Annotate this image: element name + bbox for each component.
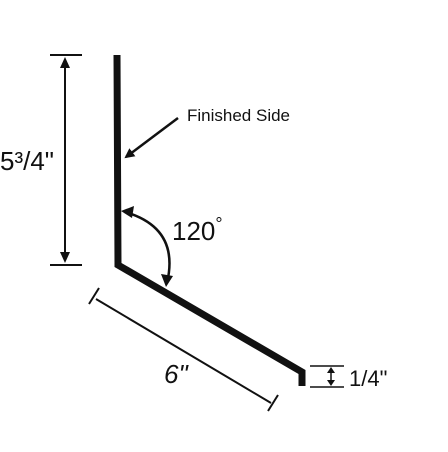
angle-arc bbox=[124, 210, 171, 284]
angle-degree-symbol: ° bbox=[215, 214, 222, 234]
hem-dimension bbox=[310, 365, 344, 388]
width-dimension bbox=[88, 287, 279, 412]
profile-outline bbox=[113, 54, 306, 386]
finished-side-label: Finished Side bbox=[187, 106, 290, 125]
angle-value: 120 bbox=[172, 216, 215, 246]
width-dimension-label: 6" bbox=[164, 359, 189, 389]
height-dimension bbox=[50, 54, 82, 266]
angle-label: 120° bbox=[172, 214, 223, 246]
angle-arrow-top bbox=[121, 206, 134, 218]
finished-side-leader bbox=[124, 117, 179, 159]
hem-dimension-label: 1/4" bbox=[349, 366, 387, 391]
height-dimension-label: 5³/4" bbox=[0, 146, 54, 176]
angle-arrow-bottom bbox=[161, 274, 173, 287]
